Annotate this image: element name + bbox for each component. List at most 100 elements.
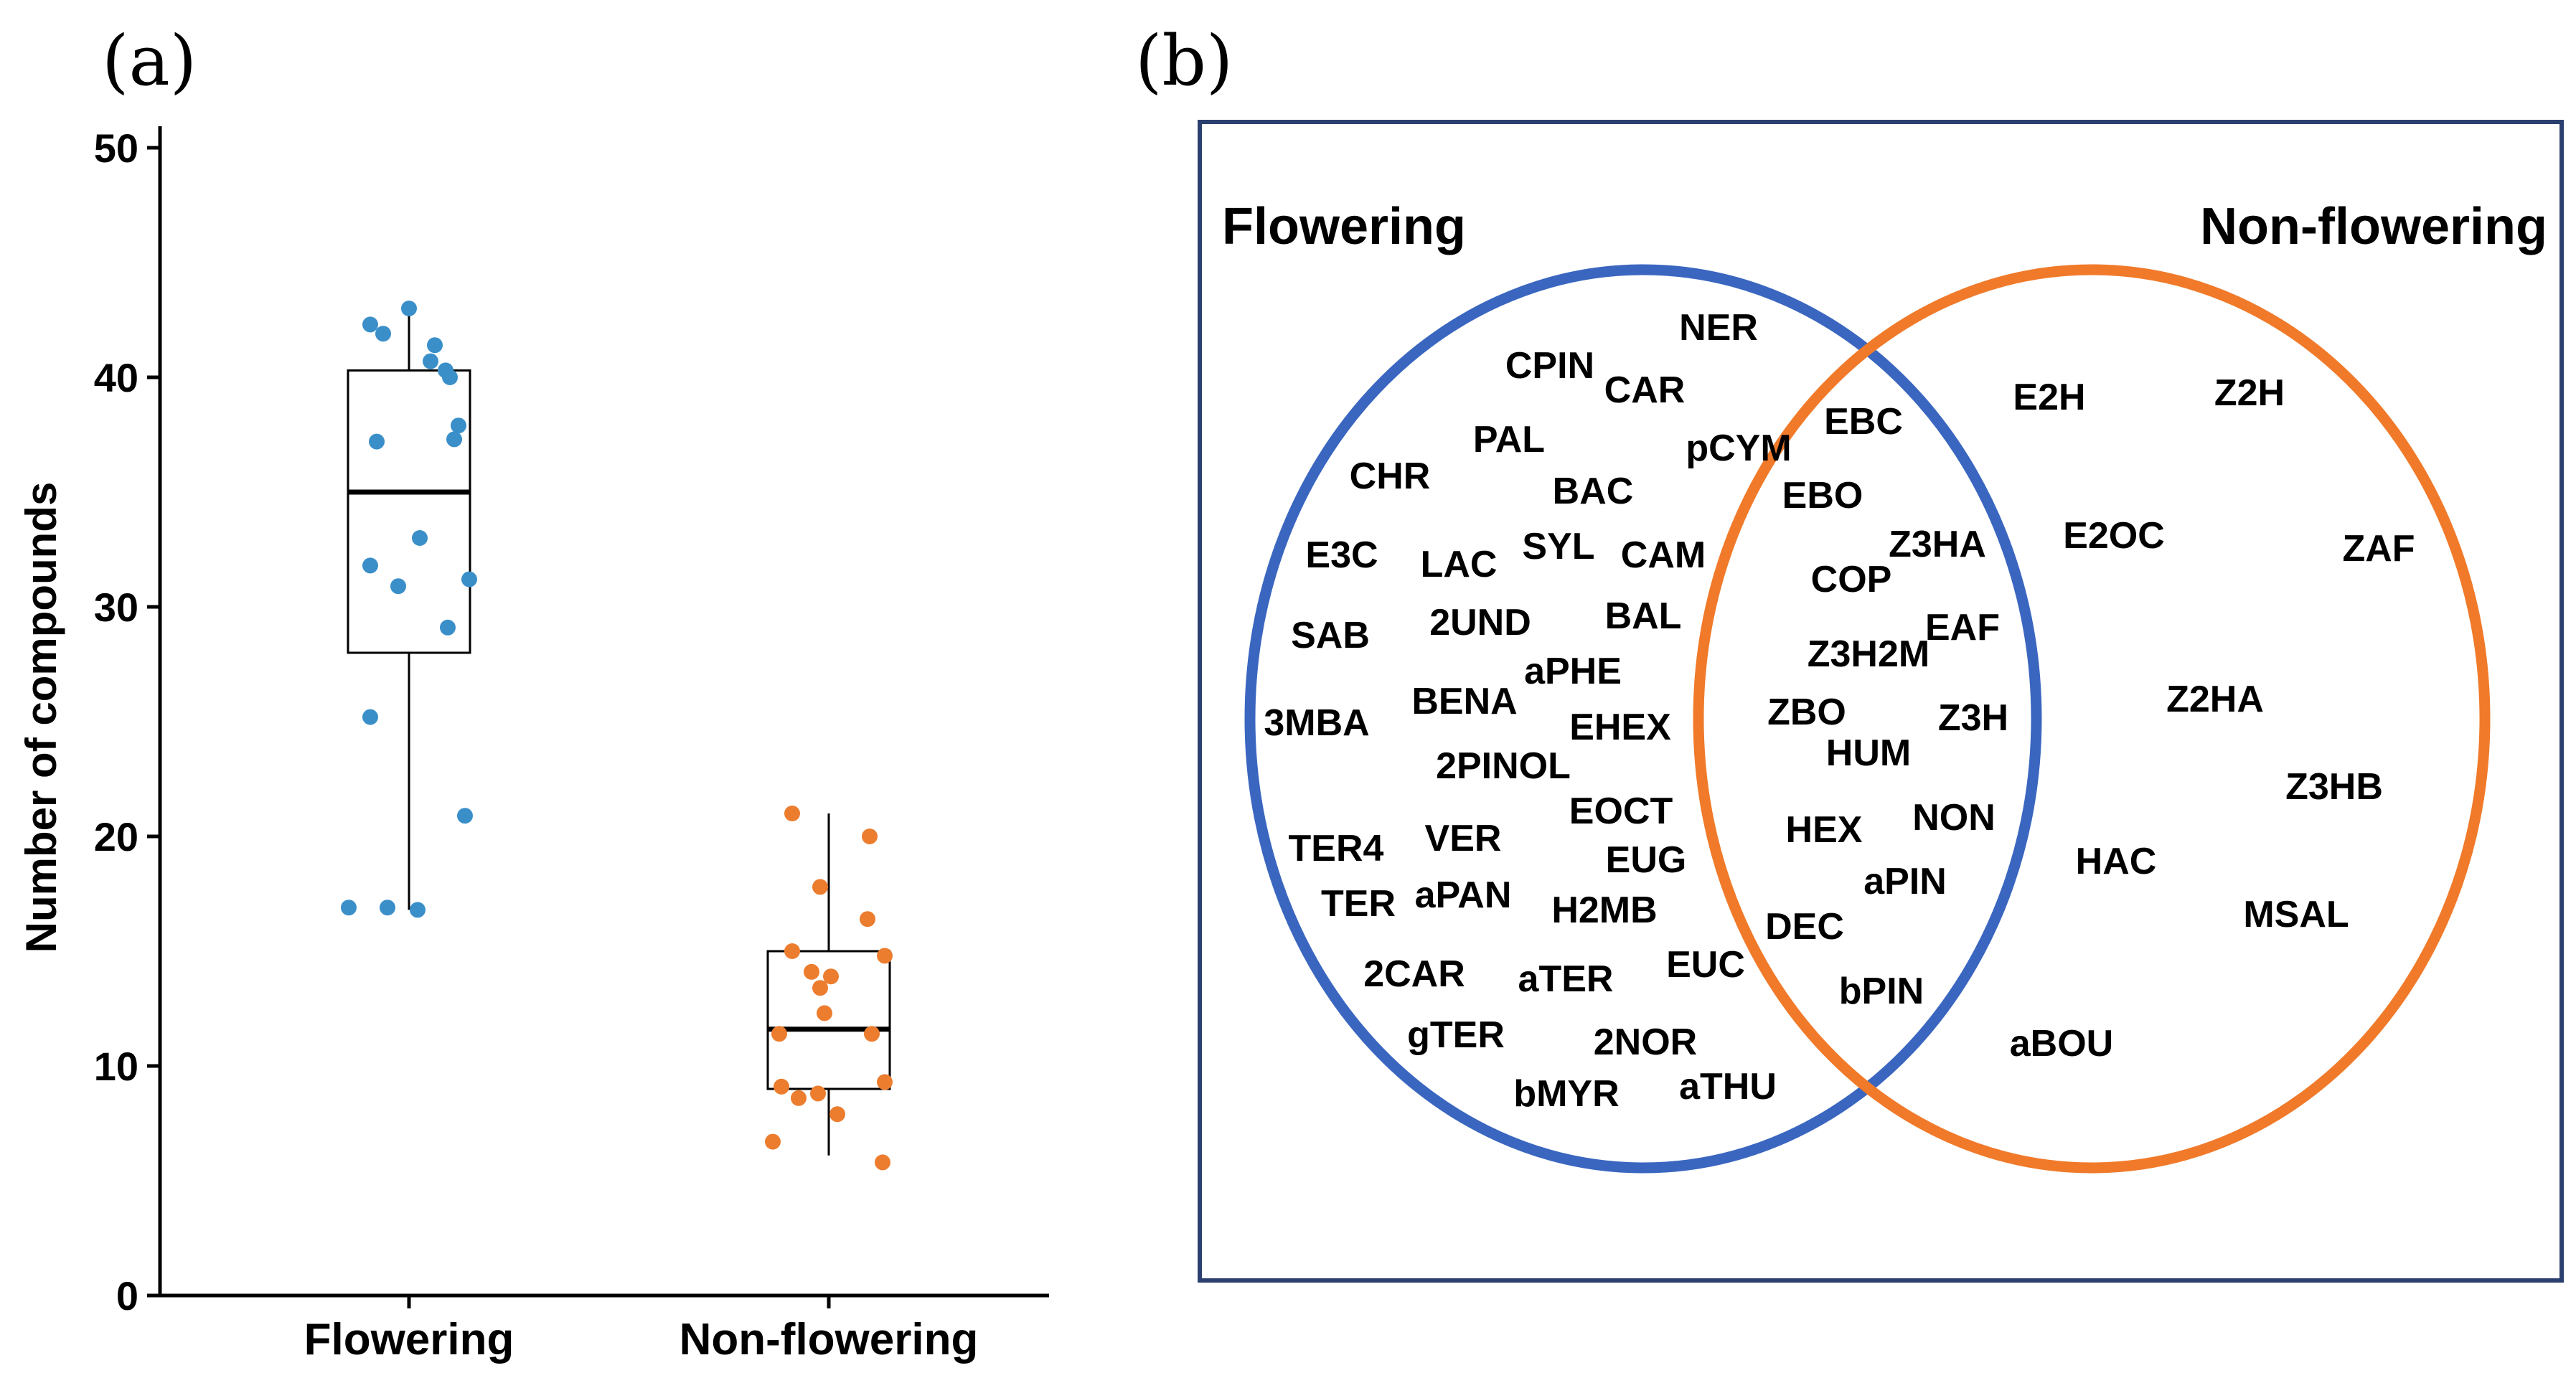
venn-item-flowering: CAM [1621,534,1706,576]
data-point [369,433,385,450]
venn-item-flowering: EOCT [1569,791,1673,832]
venn-item-non-flowering: Z3HB [2285,766,2383,808]
venn-item-flowering: CPIN [1505,345,1594,387]
box-plot-boxes [347,308,891,1156]
x-category-label: Non-flowering [680,1315,979,1364]
venn-item-shared: HUM [1826,732,1911,774]
y-tick-label: 20 [94,814,138,859]
venn-item-flowering: VER [1425,818,1502,859]
data-point [765,1133,781,1150]
data-point [823,968,839,985]
venn-item-flowering: bMYR [1513,1073,1619,1115]
venn-item-shared: HEX [1786,809,1863,851]
y-tick-label: 0 [116,1273,138,1318]
data-point [812,879,828,895]
data-point [442,369,458,385]
venn-item-shared: aPIN [1863,861,1947,902]
venn-item-flowering: SYL [1522,526,1594,567]
venn-item-shared: COP [1811,559,1892,600]
venn-item-flowering: aTER [1518,958,1614,1000]
data-point [362,316,378,333]
venn-item-flowering: 2UND [1429,602,1531,643]
venn-item-flowering: BENA [1411,681,1517,722]
data-point [461,571,477,587]
venn-item-flowering: TER4 [1289,828,1384,869]
data-point [817,1005,832,1021]
data-point [804,963,819,980]
data-point [440,619,456,636]
box-plot-points [341,301,893,1171]
data-point [812,980,828,996]
venn-item-flowering: EHEX [1569,707,1671,748]
data-point [451,417,466,434]
non-flowering-circle [1693,264,2491,1174]
x-category-label: Flowering [304,1315,514,1364]
venn-item-non-flowering: aBOU [2010,1023,2113,1065]
venn-item-shared: bPIN [1839,971,1924,1012]
venn-item-non-flowering: MSAL [2243,894,2349,935]
data-point [390,578,406,595]
venn-item-flowering: 3MBA [1264,702,1369,744]
venn-item-flowering: LAC [1421,544,1498,585]
venn-item-non-flowering: Z2HA [2166,679,2264,720]
data-point [423,353,438,369]
venn-item-shared: ZBO [1767,692,1846,733]
data-point [864,1026,880,1042]
venn-item-shared: NON [1912,797,1996,839]
data-point [862,829,878,844]
data-point [875,1154,890,1171]
data-point [860,911,875,928]
venn-item-flowering: 2PINOL [1436,745,1571,787]
venn-item-flowering: 2NOR [1594,1021,1697,1063]
data-point [380,900,395,916]
venn-frame [1198,120,2564,1283]
data-point [774,1078,789,1095]
venn-item-shared: Z3H2M [1808,633,1929,675]
y-axis-title: Number of compounds [17,482,65,953]
data-point [771,1026,787,1042]
box-1 [766,813,891,1156]
venn-item-flowering: aPHE [1524,651,1622,692]
venn-item-flowering: CAR [1604,369,1686,411]
panel-b-label: (b) [1135,21,1233,101]
data-point [401,301,417,316]
venn-item-flowering: EUG [1606,839,1687,881]
data-point [412,530,428,546]
box-0 [347,308,471,910]
data-point [784,806,800,821]
venn-item-flowering: CHR [1350,456,1431,497]
flowering-circle [1244,264,2042,1174]
data-point [410,902,426,918]
venn-item-flowering: aPAN [1415,874,1512,916]
venn-item-flowering: 2CAR [1363,953,1465,995]
data-point [784,943,800,959]
venn-item-flowering: BAL [1605,595,1682,637]
data-point [791,1090,807,1106]
venn-item-flowering: H2MB [1551,889,1657,931]
data-point [810,1085,826,1102]
venn-item-flowering: pCYM [1686,428,1791,469]
venn-item-flowering: NER [1679,307,1758,349]
flowering-set-title: Flowering [1222,198,1466,255]
venn-item-shared: EAF [1925,607,2000,648]
y-tick-label: 10 [94,1044,138,1089]
venn-item-non-flowering: E2H [2013,377,2085,418]
venn-item-non-flowering: Z2H [2214,372,2285,414]
y-tick-label: 50 [94,126,138,171]
venn-item-shared: DEC [1765,906,1844,948]
y-tick-label: 30 [94,585,138,630]
venn-item-flowering: gTER [1407,1014,1505,1056]
venn-item-shared: EBC [1824,401,1903,443]
data-point [375,326,391,342]
venn-item-flowering: EUC [1666,944,1745,986]
venn-item-flowering: E3C [1305,534,1378,576]
venn-item-shared: Z3H [1938,697,2008,739]
y-tick-label: 40 [94,355,138,400]
panel-a-label: (a) [102,21,197,101]
data-point [362,709,378,725]
